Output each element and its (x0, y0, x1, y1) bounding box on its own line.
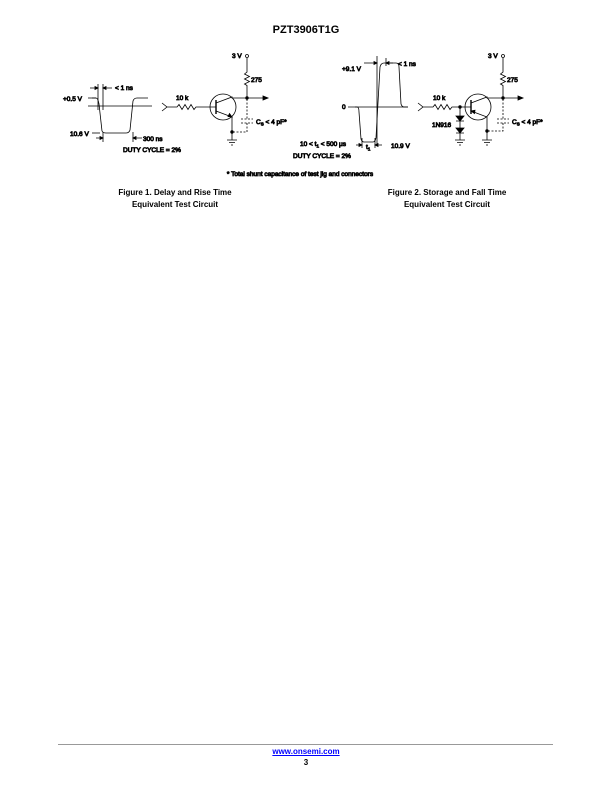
footer-divider (58, 744, 553, 745)
fig1-rise: < 1 ns (115, 85, 134, 92)
fig2-v-high: +9.1 V (342, 66, 362, 73)
footer-link[interactable]: www.onsemi.com (272, 747, 340, 756)
fig1-duty: DUTY CYCLE = 2% (123, 147, 181, 154)
fig2-duty: DUTY CYCLE = 2% (293, 153, 351, 160)
figure1-caption-line2: Equivalent Test Circuit (131, 200, 219, 209)
fig1-supply: 3 V (232, 53, 242, 60)
figure2-caption-line2: Equivalent Test Circuit (403, 200, 491, 209)
fig1-v-low: 10.6 V (70, 131, 89, 138)
page-number: 3 (303, 758, 309, 767)
footnote: * Total shunt capacitance of test jig an… (227, 171, 374, 178)
fig2-v-low: 10.9 V (391, 143, 410, 150)
fig2-supply: 3 V (488, 53, 498, 60)
fig1-cap-label: CS < 4 pF* (256, 119, 287, 127)
figure1-circuit (161, 54, 270, 146)
figure2-caption-line1: Figure 2. Storage and Fall Time (387, 188, 507, 197)
fig1-width: 300 ns (143, 136, 163, 143)
figure1-waveform (88, 84, 152, 142)
fig2-rbase: 10 k (433, 95, 446, 102)
fig2-t-range: 10 < t1 < 500 μs (300, 141, 347, 149)
fig2-cap-label: CS < 4 pF* (512, 119, 543, 127)
fig2-fall: < 1 ns (398, 61, 417, 68)
figure2-waveform (348, 56, 408, 148)
fig1-v-high: +0.5 V (63, 96, 83, 103)
figure2-caption: Figure 2. Storage and Fall Time Equivale… (347, 187, 547, 211)
figure1-caption-line1: Figure 1. Delay and Rise Time (118, 188, 232, 197)
fig1-rbase: 10 k (176, 95, 189, 102)
fig1-rcoll: 275 (251, 77, 262, 84)
page-title: PZT3906T1G (272, 24, 340, 36)
fig2-zero: 0 (342, 104, 346, 111)
figure2-circuit (417, 54, 525, 146)
fig2-diode: 1N916 (432, 122, 452, 129)
fig2-rcoll: 275 (507, 77, 518, 84)
figure1-caption: Figure 1. Delay and Rise Time Equivalent… (75, 187, 275, 211)
fig2-t1: t1 (366, 144, 371, 152)
